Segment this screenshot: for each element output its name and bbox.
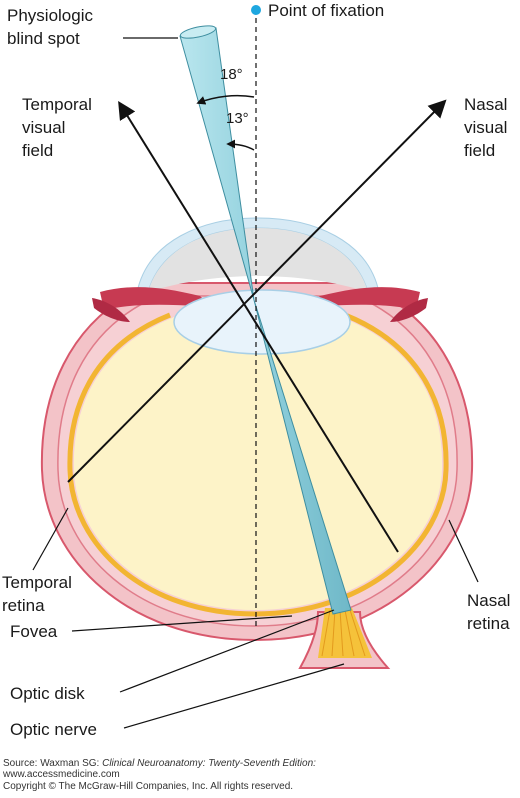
optic-nerve-label: Optic nerve — [10, 720, 97, 739]
anterior-chamber — [148, 228, 368, 292]
angle-18-arc — [196, 94, 255, 105]
blind-spot-beam-top — [179, 25, 217, 39]
optic-nerve-fibers — [318, 608, 372, 658]
fovea-leader — [71, 615, 293, 632]
fovea-label: Fovea — [10, 622, 58, 641]
nasal-retina-label-line1: Nasal — [467, 591, 510, 610]
copyright-line: Copyright © The McGraw-Hill Companies, I… — [3, 781, 293, 792]
vitreous-body — [73, 304, 443, 610]
optic-nerve-group — [298, 608, 391, 669]
ciliary-body-left — [92, 298, 130, 322]
optic-nerve-leader — [123, 663, 345, 729]
temporal-field-label-line3: field — [22, 141, 53, 160]
temporal-retina-label-line2: retina — [2, 596, 45, 615]
anterior-segment — [92, 217, 428, 355]
source-line: Source: Waxman SG: Clinical Neuroanatomy… — [3, 758, 316, 769]
source-title: Clinical Neuroanatomy: Twenty-Seventh Ed… — [102, 758, 316, 769]
fixation-dot — [251, 5, 261, 15]
ciliary-body-right — [390, 298, 428, 322]
retina-layer — [67, 312, 449, 617]
nasal-field-label-line2: visual — [464, 118, 507, 137]
optic-disk-leader — [119, 609, 335, 693]
temporal-field-label-line1: Temporal — [22, 95, 92, 114]
angle-13-label: 13° — [226, 110, 249, 127]
temporal-retina-leader — [32, 507, 69, 571]
source-prefix: Source: Waxman SG: — [3, 758, 102, 769]
temporal-retina-label-line1: Temporal — [2, 573, 72, 592]
optic-disk-label: Optic disk — [10, 684, 85, 703]
angle-13-arc — [226, 139, 255, 151]
blind-spot-label-line1: Physiologic — [7, 6, 93, 25]
fixation-label: Point of fixation — [268, 1, 384, 20]
nasal-field-ray — [67, 99, 447, 483]
temporal-field-ray — [118, 100, 399, 553]
temporal-field-label-line2: visual — [22, 118, 65, 137]
blind-spot-label-line2: blind spot — [7, 29, 80, 48]
iris-right — [316, 287, 420, 310]
eyeball — [40, 282, 474, 642]
nasal-retina-label-line2: retina — [467, 614, 510, 633]
angle-18-label: 18° — [220, 66, 243, 83]
lens — [173, 289, 351, 355]
nasal-retina-leader — [448, 519, 479, 583]
nasal-field-label-line1: Nasal — [464, 95, 507, 114]
nasal-field-label-line3: field — [464, 141, 495, 160]
source-url: www.accessmedicine.com — [2, 769, 120, 780]
iris-left — [100, 287, 204, 310]
